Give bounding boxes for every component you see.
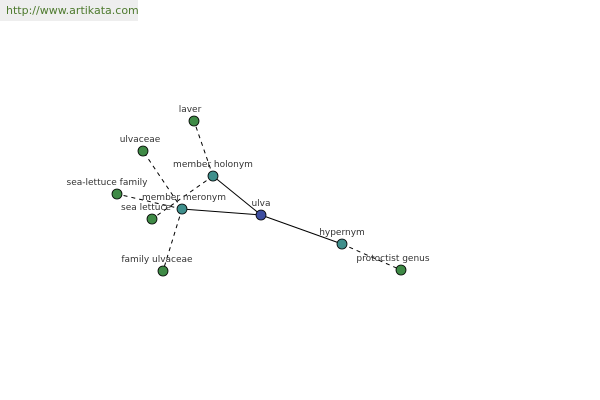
node-label-protoctist-genus[interactable]: protoctist genus xyxy=(356,254,429,264)
edge-ulva-to-member-meronym xyxy=(181,208,262,216)
node-label-family-ulvaceae[interactable]: family ulvaceae xyxy=(121,255,193,265)
edge-member-meronym-to-sea-lettuce-family xyxy=(116,193,183,210)
node-laver[interactable] xyxy=(188,115,200,127)
graph-nodes xyxy=(111,115,407,277)
node-sea-lettuce[interactable] xyxy=(146,213,158,225)
edge-ulva-to-member-holonym xyxy=(212,175,262,216)
artikata-url-watermark: http://www.artikata.com xyxy=(0,0,139,21)
graph-edges xyxy=(116,120,402,272)
edge-member-meronym-to-ulvaceae xyxy=(142,150,183,210)
node-hypernym[interactable] xyxy=(336,238,348,250)
node-label-laver[interactable]: laver xyxy=(179,105,202,115)
node-label-sea-lettuce-family[interactable]: sea-lettuce family xyxy=(67,178,149,188)
node-protoctist-genus[interactable] xyxy=(395,264,407,276)
graph-labels: ulva member holonym member meronym hypernym… xyxy=(67,105,430,265)
node-sea-lettuce-family[interactable] xyxy=(111,188,123,200)
node-label-member-meronym[interactable]: member meronym xyxy=(142,193,226,203)
node-label-ulvaceae[interactable]: ulvaceae xyxy=(120,135,161,145)
node-member-meronym[interactable] xyxy=(176,203,188,215)
edge-member-holonym-to-laver xyxy=(193,120,214,177)
node-ulva[interactable] xyxy=(255,209,267,221)
edge-hypernym-to-protoctist-genus xyxy=(341,243,402,271)
node-label-sea-lettuce[interactable]: sea lettuce xyxy=(121,203,171,213)
node-member-holonym[interactable] xyxy=(207,170,219,182)
edge-ulva-to-hypernym xyxy=(260,214,343,245)
node-ulvaceae[interactable] xyxy=(137,145,149,157)
node-label-hypernym[interactable]: hypernym xyxy=(319,228,365,238)
edge-member-meronym-to-family-ulvaceae xyxy=(162,208,183,272)
node-family-ulvaceae[interactable] xyxy=(157,265,169,277)
node-label-ulva[interactable]: ulva xyxy=(251,199,270,209)
node-label-member-holonym[interactable]: member holonym xyxy=(173,160,253,170)
